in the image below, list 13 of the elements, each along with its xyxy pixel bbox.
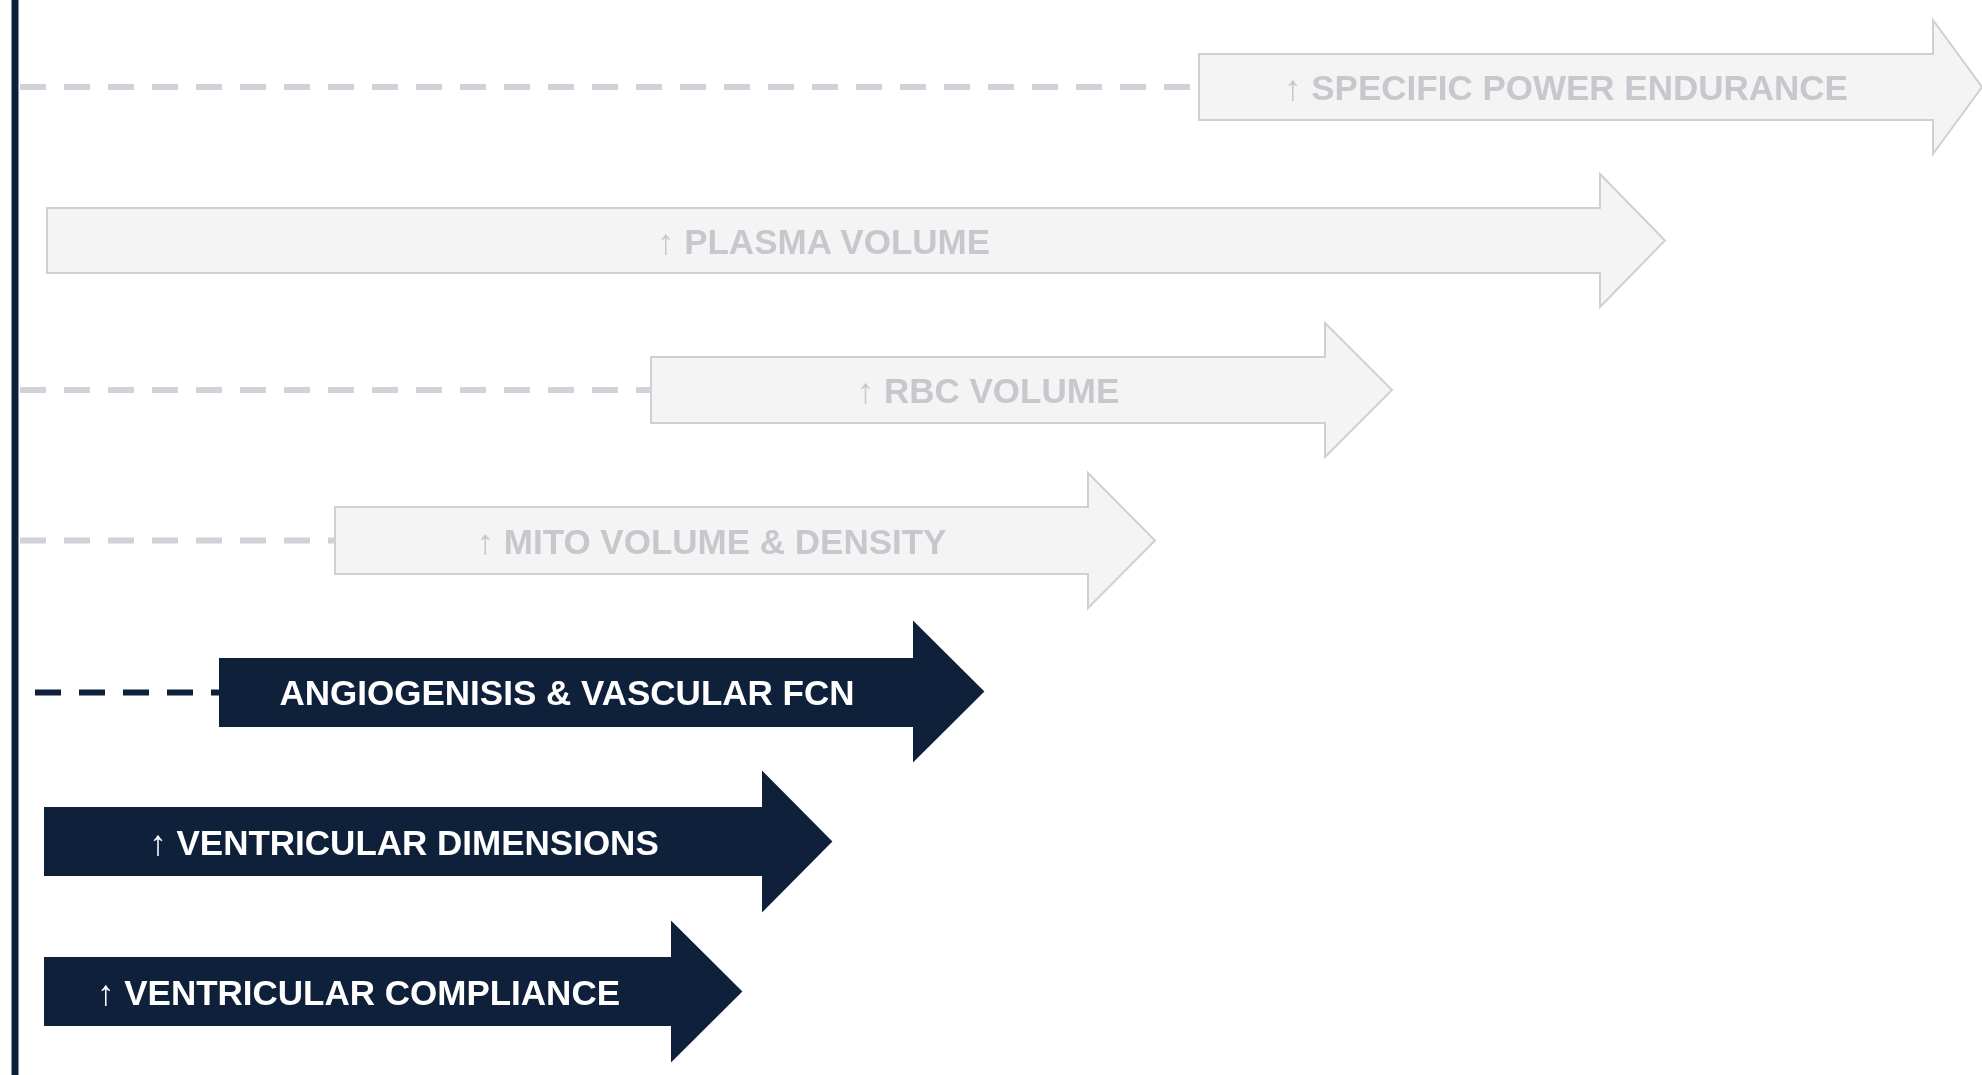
arrow-label: ↑ VENTRICULAR DIMENSIONS bbox=[149, 824, 659, 859]
dashed-connector bbox=[20, 537, 335, 544]
arrow-shape bbox=[335, 473, 1155, 608]
arrow-shape bbox=[45, 923, 741, 1060]
arrow-label: ANGIOGENISIS & VASCULAR FCN bbox=[279, 674, 855, 709]
arrow-shape bbox=[47, 174, 1665, 307]
arrow-label: ↑ VENTRICULAR COMPLIANCE bbox=[96, 974, 621, 1009]
arrow-shape bbox=[1199, 20, 1982, 154]
arrow-shape bbox=[651, 323, 1392, 457]
dashed-connector bbox=[35, 689, 220, 696]
dashed-connector bbox=[20, 387, 651, 393]
arrow-shape bbox=[220, 623, 983, 760]
arrow-shape bbox=[45, 773, 831, 910]
